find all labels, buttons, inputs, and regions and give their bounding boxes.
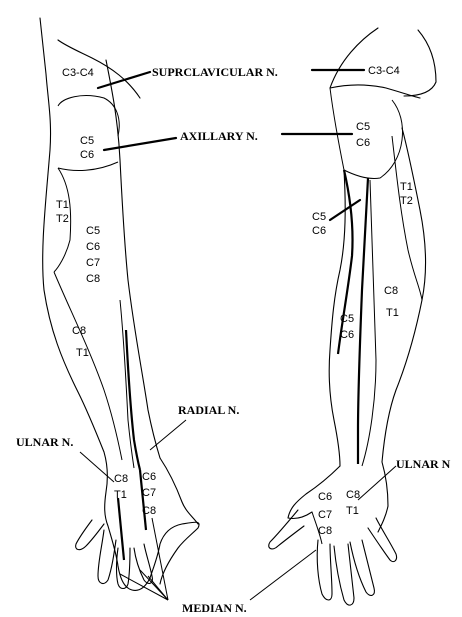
right-label-hand-c6: C6: [318, 491, 332, 503]
label-axillary-nerve: AXILLARY N.: [180, 129, 258, 143]
right-t1t2-strip: [392, 136, 422, 300]
left-c8t1-strip: [54, 272, 122, 460]
left-label-c3c4: C3-C4: [62, 67, 94, 79]
right-label-fore-c6: C6: [340, 329, 354, 341]
right-hand-outline-2: [378, 462, 388, 532]
left-label-t1: T1: [56, 199, 69, 211]
leader-ulnar-left: [80, 452, 114, 482]
leader-ulnar-right: [358, 466, 396, 500]
leader-axillary-left: [104, 138, 176, 150]
left-label-lower-c8: C8: [72, 325, 86, 337]
left-label-t2: T2: [56, 213, 69, 225]
label-ulnar-nerve-right: ULNAR N: [396, 457, 451, 471]
right-label-fore-c5: C5: [340, 313, 354, 325]
right-label-upper-c6: C6: [312, 225, 326, 237]
left-shoulder-region: [58, 96, 119, 136]
right-label-c5: C5: [356, 121, 370, 133]
right-hand-outline: [288, 466, 340, 519]
right-finger-1: [317, 540, 332, 600]
right-label-c6: C6: [356, 137, 370, 149]
left-arm-right-edge: [106, 60, 160, 458]
leader-radial: [150, 420, 186, 450]
left-thumb-outline: [160, 458, 198, 524]
right-label-t2: T2: [400, 195, 413, 207]
left-label-mid-c8: C8: [86, 273, 100, 285]
leader-supraclavicular-left: [98, 72, 150, 88]
left-label-mid-c7: C7: [86, 257, 100, 269]
left-finger-2: [98, 530, 116, 583]
right-label-hand-c8b: C8: [346, 489, 360, 501]
left-label-lower-t1: T1: [76, 347, 89, 359]
right-finger-2: [334, 544, 354, 605]
right-label-upper-c5: C5: [312, 211, 326, 223]
left-arm: [40, 18, 199, 590]
left-label-hand-c8: C8: [114, 473, 128, 485]
label-radial-nerve: RADIAL N.: [178, 403, 239, 417]
left-label-hand-c8b: C8: [142, 505, 156, 517]
left-label-mid-c5: C5: [86, 225, 100, 237]
leader-median-c: [148, 576, 168, 600]
right-neck-outline: [330, 28, 378, 88]
right-label-side-t1: T1: [386, 307, 399, 319]
label-supraclavicular-nerve: SUPRCLAVICULAR N.: [152, 65, 278, 79]
left-label-hand-c6: C6: [142, 471, 156, 483]
right-label-t1: T1: [400, 181, 413, 193]
label-ulnar-nerve-left: ULNAR N.: [16, 435, 73, 449]
left-label-mid-c6: C6: [86, 241, 100, 253]
right-label-hand-c8: C8: [318, 525, 332, 537]
right-thumb: [269, 510, 304, 549]
right-inner-line: [362, 180, 376, 466]
left-hand-dark-1: [118, 498, 124, 560]
right-shoulder-outline: [404, 30, 436, 96]
left-mid-line: [120, 300, 134, 468]
left-upper-region-bottom: [58, 162, 118, 170]
left-label-c5: C5: [80, 135, 94, 147]
leader-median-d: [152, 518, 168, 600]
right-finger-3: [350, 540, 374, 595]
right-dark-strip-right: [358, 178, 368, 464]
left-finger-1: [76, 520, 104, 550]
right-label-hand-c7: C7: [318, 509, 332, 521]
left-neck-outline: [40, 18, 46, 74]
left-label-hand-c7: C7: [142, 487, 156, 499]
left-label-hand-t1: T1: [114, 489, 127, 501]
left-label-c6: C6: [80, 149, 94, 161]
right-label-c3c4: C3-C4: [368, 65, 400, 77]
right-label-hand-t1: T1: [346, 505, 359, 517]
right-finger-4: [368, 518, 397, 562]
leader-median-e: [250, 550, 316, 600]
right-label-side-c8: C8: [384, 285, 398, 297]
label-median-nerve: MEDIAN N.: [182, 601, 247, 615]
